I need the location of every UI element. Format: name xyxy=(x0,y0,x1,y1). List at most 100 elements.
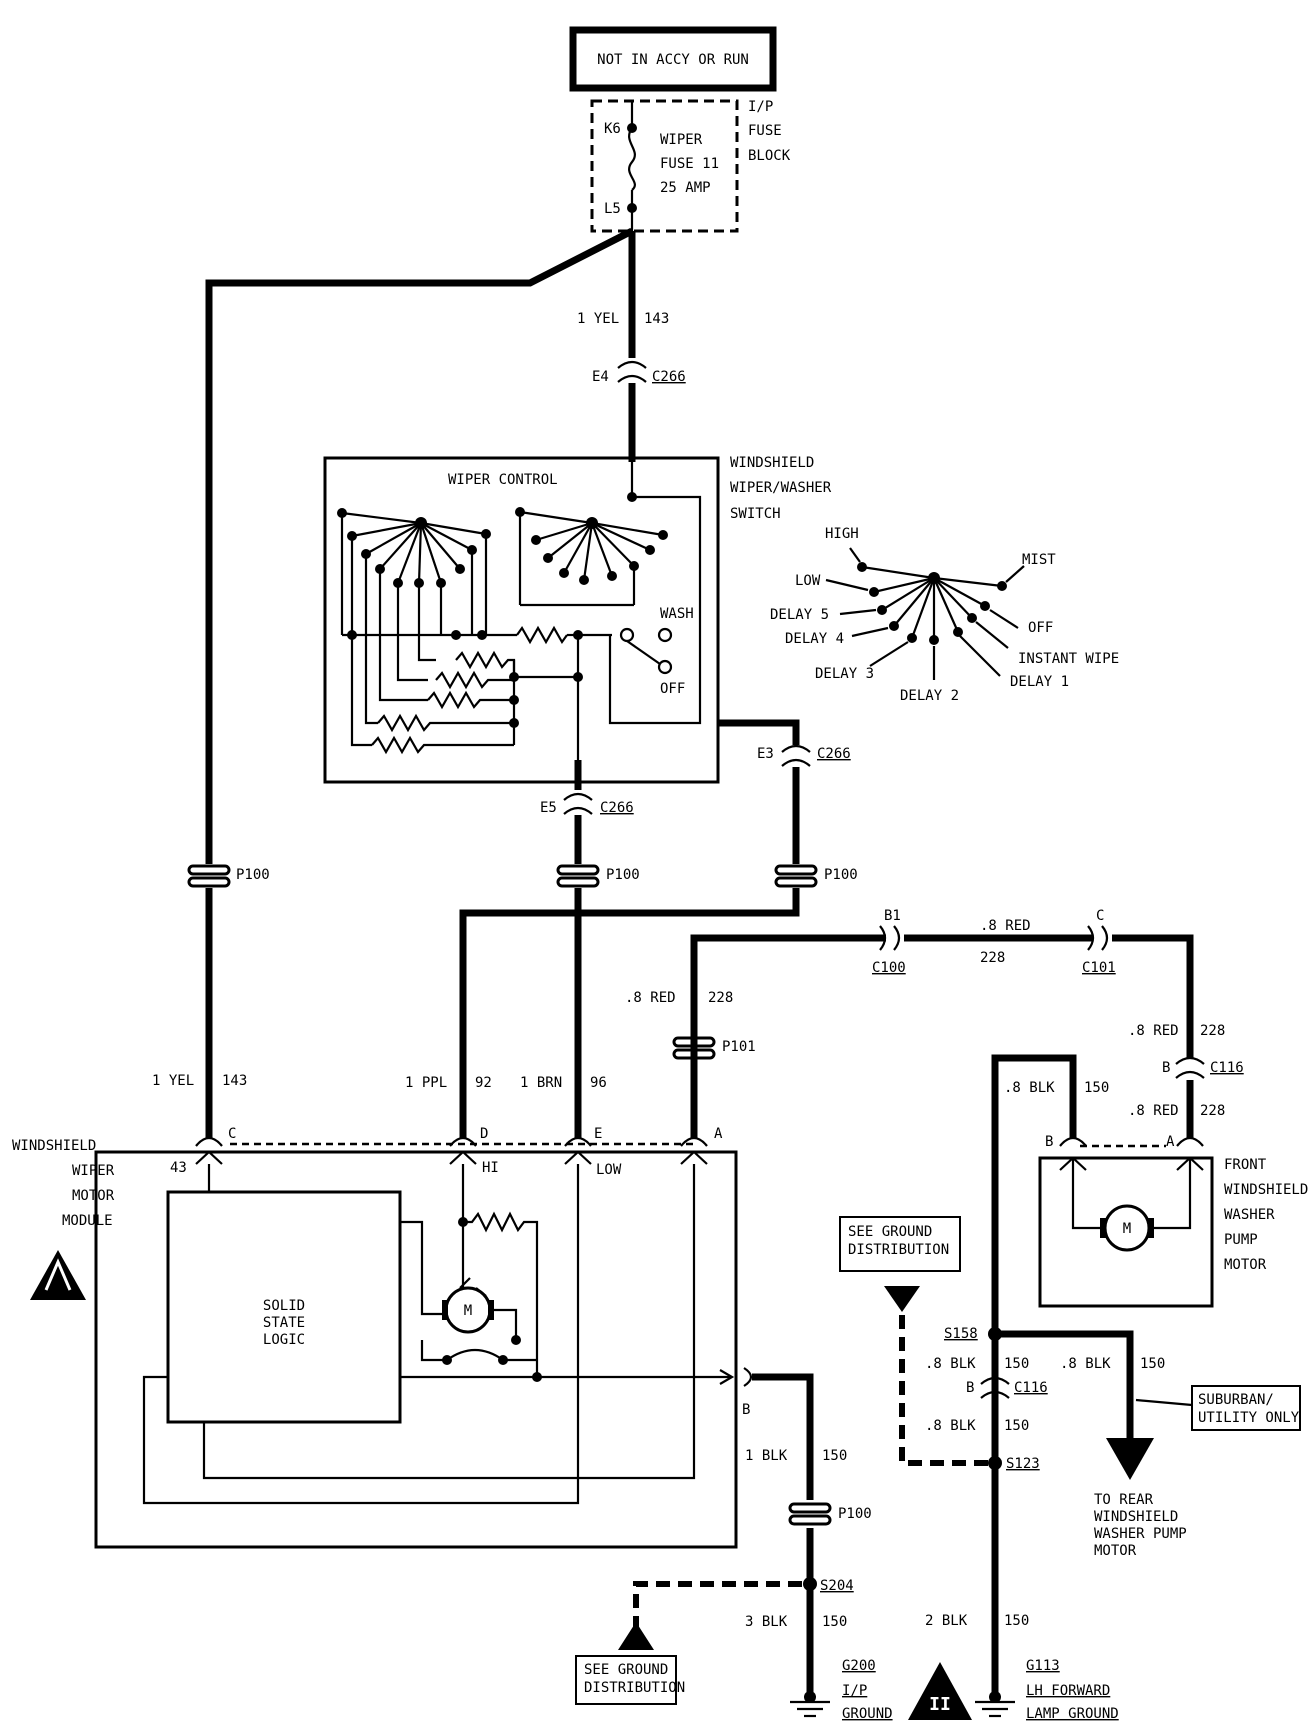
position-mist: MIST xyxy=(1022,552,1056,568)
suburban-utility-box: SUBURBAN/ UTILITY ONLY xyxy=(1191,1385,1301,1431)
wire-92-size: 1 PPL xyxy=(405,1075,447,1091)
fuse-name-line2: FUSE 11 xyxy=(660,156,719,172)
pump-label-line1: FRONT xyxy=(1224,1157,1267,1173)
pump-label-line3: WASHER xyxy=(1224,1207,1275,1223)
connector-c266-e3 xyxy=(781,744,811,767)
suburban-line2: UTILITY ONLY xyxy=(1198,1410,1300,1426)
ground-dist-left-line2: DISTRIBUTION xyxy=(584,1680,685,1696)
ground-distribution-left: SEE GROUND DISTRIBUTION xyxy=(575,1655,685,1705)
ground-dist-right-line2: DISTRIBUTION xyxy=(848,1242,949,1258)
pump-pin-b: B xyxy=(1045,1134,1053,1150)
connector-e3-pin: E3 xyxy=(757,746,774,762)
module-label-line2: WIPER xyxy=(72,1163,115,1179)
wire-150-s158-circuit: 150 xyxy=(1004,1356,1029,1372)
wiper-control-title: WIPER CONTROL xyxy=(448,472,558,488)
switch-label-line2: WIPER/WASHER xyxy=(730,480,832,496)
wire-228-right2-size: .8 RED xyxy=(1128,1103,1179,1119)
warning-triangle-icon: II xyxy=(908,1662,972,1720)
p100-left: P100 xyxy=(187,864,270,888)
p101-label: P101 xyxy=(722,1039,756,1055)
ground-dist-right-line1: SEE GROUND xyxy=(848,1224,932,1240)
p101: P101 xyxy=(672,1036,756,1060)
splice-s158: S158 xyxy=(944,1326,978,1342)
wire-228-right-circuit: 228 xyxy=(1200,1023,1225,1039)
position-high: HIGH xyxy=(825,526,859,542)
fuse-name-line1: WIPER xyxy=(660,132,703,148)
splice-s204: S204 xyxy=(820,1578,854,1594)
wire-228-top-circuit: 228 xyxy=(980,950,1005,966)
c101-name: C101 xyxy=(1082,960,1116,976)
wash-label: WASH xyxy=(660,606,694,622)
wire-150-g113-circuit: 150 xyxy=(1004,1613,1029,1629)
wire-143-circuit: 143 xyxy=(222,1073,247,1089)
position-instant-wipe: INSTANT WIPE xyxy=(1018,651,1119,667)
wire-228-left-circuit: 228 xyxy=(708,990,733,1006)
ignition-condition-box: NOT IN ACCY OR RUN xyxy=(569,26,777,92)
fuse-terminal-l5: L5 xyxy=(604,201,621,217)
rear-washer-line2: WINDSHIELD xyxy=(1094,1509,1178,1525)
splice-s123: S123 xyxy=(1006,1456,1040,1472)
p100-left-label: P100 xyxy=(236,867,270,883)
pump-label-line4: PUMP xyxy=(1224,1232,1258,1248)
position-delay4: DELAY 4 xyxy=(785,631,844,647)
wire-143-size: 1 YEL xyxy=(152,1073,194,1089)
connector-c266-e5 xyxy=(563,792,593,815)
pump-pin-a: A xyxy=(1166,1134,1175,1150)
wire-150-c116-circuit: 150 xyxy=(1004,1418,1029,1434)
ground-dist-left-line1: SEE GROUND xyxy=(584,1662,668,1678)
logic-line1: SOLID xyxy=(263,1298,305,1314)
module-hi-label: HI xyxy=(482,1160,499,1176)
connector-c116-top: B C116 xyxy=(1162,1056,1244,1079)
wiper-motor-label: M xyxy=(464,1303,472,1319)
wire-96-size: 1 BRN xyxy=(520,1075,562,1091)
p100-bottom: P100 xyxy=(788,1502,872,1526)
module-pin-b: B xyxy=(742,1402,750,1418)
module-pin-c: C xyxy=(228,1126,236,1142)
ignition-condition-text: NOT IN ACCY OR RUN xyxy=(597,52,749,68)
fuse-block-label-line3: BLOCK xyxy=(748,148,791,164)
wire-150-b-circuit: 150 xyxy=(822,1448,847,1464)
wire-143-top-circuit: 143 xyxy=(644,311,669,327)
g200-line3: GROUND xyxy=(842,1706,893,1722)
logic-line3: LOGIC xyxy=(263,1332,305,1348)
c116-bottom-pin: B xyxy=(966,1380,974,1396)
wiper-motor: M xyxy=(442,1277,494,1334)
position-delay5: DELAY 5 xyxy=(770,607,829,623)
switch-off-label: OFF xyxy=(660,681,685,697)
wire-150-pump-size: .8 BLK xyxy=(1004,1080,1055,1096)
p100-center: P100 xyxy=(556,864,640,888)
connector-e5-pin: E5 xyxy=(540,800,557,816)
wire-150-s158-size: .8 BLK xyxy=(925,1356,976,1372)
position-delay3: DELAY 3 xyxy=(815,666,874,682)
ground-g113: G113 LH FORWARD LAMP GROUND xyxy=(975,1658,1119,1722)
connector-e3-name: C266 xyxy=(817,746,851,762)
g113-line3: LAMP GROUND xyxy=(1026,1706,1119,1722)
p100-right-label: P100 xyxy=(824,867,858,883)
c101-pin: C xyxy=(1096,908,1104,924)
module-label-line1: WINDSHIELD xyxy=(12,1138,96,1154)
g113-line2: LH FORWARD xyxy=(1026,1683,1110,1699)
g200-line2: I/P xyxy=(842,1683,867,1699)
wiper-selector-right xyxy=(515,507,668,585)
wire-150-g113-size: 2 BLK xyxy=(925,1613,968,1629)
suburban-line1: SUBURBAN/ xyxy=(1198,1392,1274,1408)
ground-distribution-right: SEE GROUND DISTRIBUTION xyxy=(839,1216,961,1272)
c100-name: C100 xyxy=(872,960,906,976)
washer-pump-motor: B A M FRONT WINDSHIELD WASHER PUMP MOTOR xyxy=(1038,1134,1308,1308)
c116-top-pin: B xyxy=(1162,1060,1170,1076)
rear-washer-line3: WASHER PUMP xyxy=(1094,1526,1187,1542)
connector-e4-name: C266 xyxy=(652,369,686,385)
wire-150-s158-right-circuit: 150 xyxy=(1140,1356,1165,1372)
connector-c100: B1 C100 xyxy=(872,908,906,976)
wire-228-right2-circuit: 228 xyxy=(1200,1103,1225,1119)
pump-motor-label: M xyxy=(1123,1221,1131,1237)
pump-label-line2: WINDSHIELD xyxy=(1224,1182,1308,1198)
position-delay2: DELAY 2 xyxy=(900,688,959,704)
g113-line1: G113 xyxy=(1026,1658,1060,1674)
module-label-line3: MOTOR xyxy=(72,1188,115,1204)
fuse-terminal-k6: K6 xyxy=(604,121,621,137)
wire-150-g200-size: 3 BLK xyxy=(745,1614,788,1630)
position-delay1: DELAY 1 xyxy=(1010,674,1069,690)
wiper-motor-module: C D E A 43 HI LOW SOLID STATE LOGIC M xyxy=(12,1126,738,1549)
